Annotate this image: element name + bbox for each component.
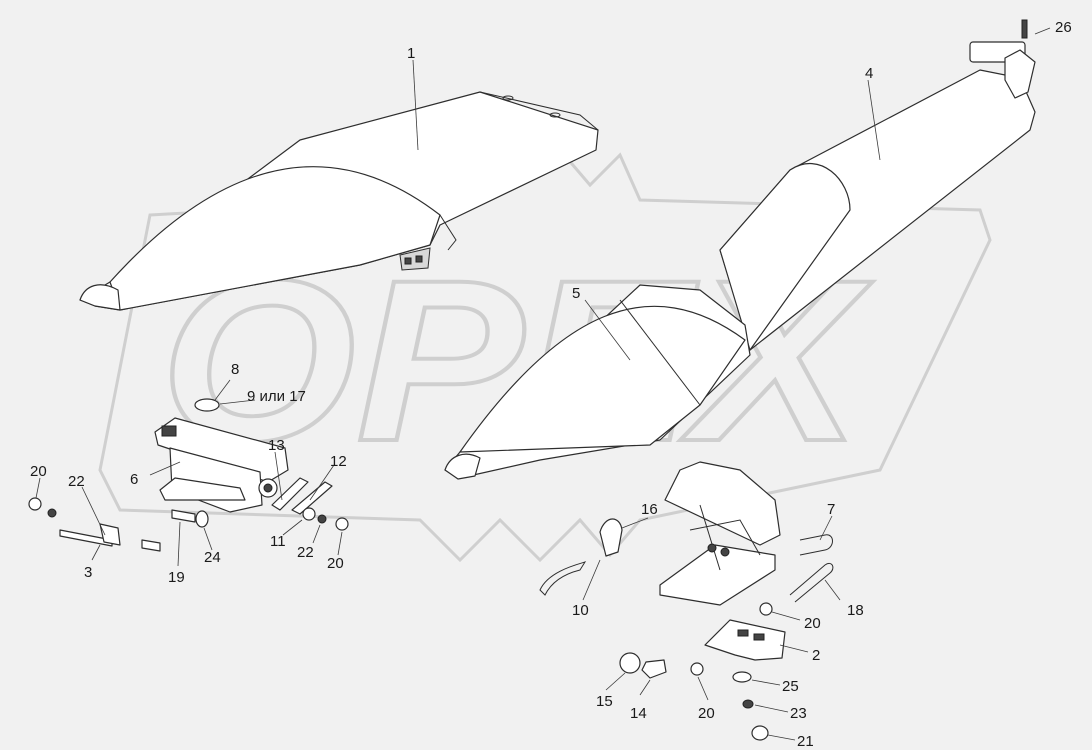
callout-21: 21 — [797, 733, 814, 750]
callout-11: 11 — [270, 533, 286, 550]
callout-4: 4 — [865, 65, 873, 82]
part-18-u-bolt — [789, 562, 834, 603]
callout-15: 15 — [596, 693, 613, 710]
callout-25: 25 — [782, 678, 799, 695]
left-hardware — [28, 497, 349, 552]
callout-3: 3 — [84, 564, 92, 581]
callout-20-left: 20 — [30, 463, 47, 480]
callout-6: 6 — [130, 471, 138, 488]
part-12-plate — [291, 481, 333, 515]
callout-24: 24 — [204, 549, 221, 566]
callout-20-right: 20 — [804, 615, 821, 632]
callout-13: 13 — [268, 437, 285, 454]
part-1-divider-cover — [79, 91, 599, 311]
callout-22-mid: 22 — [297, 544, 314, 561]
part-5-lower-divider — [444, 284, 751, 480]
part-4-right-cover — [719, 19, 1036, 351]
callout-9-or-17: 9 или 17 — [247, 388, 306, 405]
callout-5: 5 — [572, 285, 580, 302]
callout-2: 2 — [812, 647, 820, 664]
callout-20-bottom: 20 — [698, 705, 715, 722]
callout-20-mid: 20 — [327, 555, 344, 572]
part-10-pin — [539, 518, 623, 596]
part-2-plate — [704, 619, 786, 661]
right-hardware — [619, 602, 773, 741]
part-7-u-bolt — [799, 534, 833, 556]
part-6-left-bracket — [154, 417, 289, 513]
callout-7: 7 — [827, 501, 835, 518]
callout-labels: 1 4 26 5 8 9 или 17 13 12 6 20 22 3 19 2… — [30, 19, 1072, 750]
leader-lines — [35, 27, 1051, 741]
callout-18: 18 — [847, 602, 864, 619]
callout-10: 10 — [572, 602, 589, 619]
part-8-pin — [194, 398, 220, 412]
callout-14: 14 — [630, 705, 647, 722]
callout-23: 23 — [790, 705, 807, 722]
callout-1: 1 — [407, 45, 415, 62]
part-16-bracket — [659, 461, 781, 606]
callout-12: 12 — [330, 453, 347, 470]
callout-8: 8 — [231, 361, 239, 378]
callout-22-left: 22 — [68, 473, 85, 490]
part-13-plate — [271, 477, 309, 511]
callout-19: 19 — [168, 569, 185, 586]
callout-26: 26 — [1055, 19, 1072, 36]
callout-16: 16 — [641, 501, 658, 518]
